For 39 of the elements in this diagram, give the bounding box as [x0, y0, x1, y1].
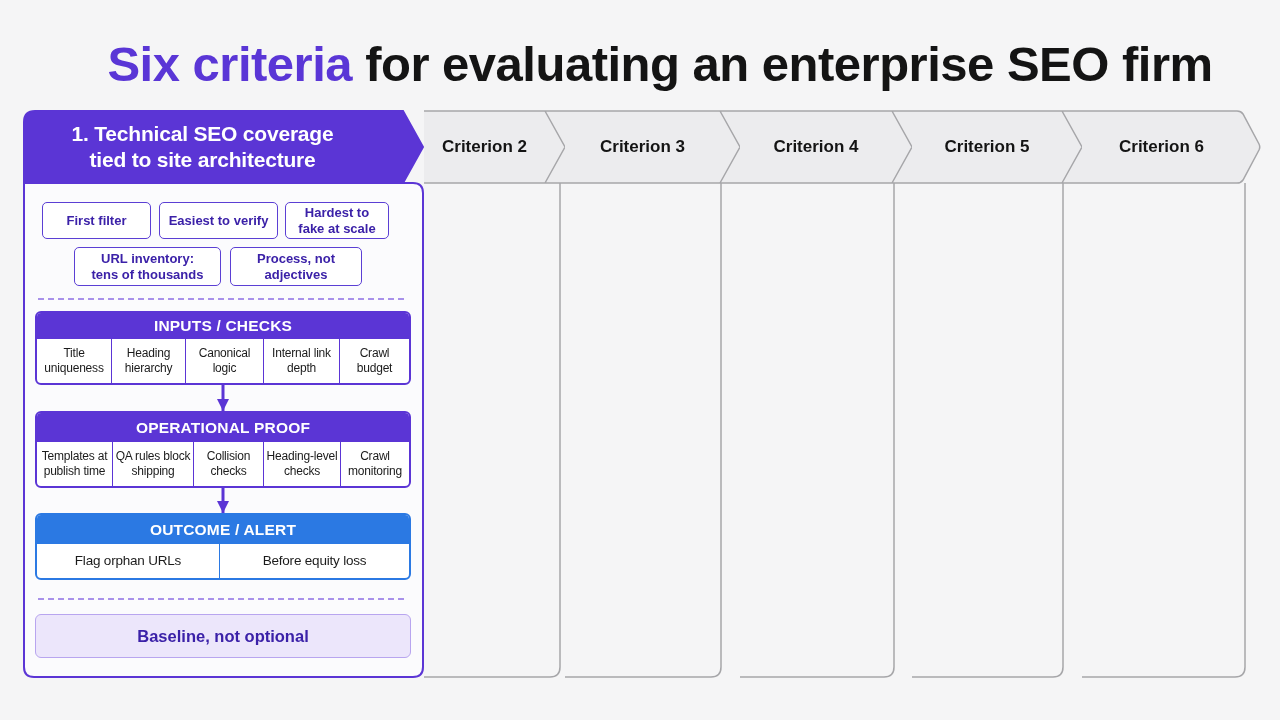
- criterion-column: [1082, 110, 1261, 678]
- column-heading: Criterion 4: [773, 136, 859, 158]
- panel-item: Crawl budget: [339, 339, 409, 383]
- column-heading: Criterion 3: [600, 136, 685, 158]
- criterion-column: [912, 110, 1082, 678]
- arrow: [217, 385, 229, 411]
- panel-item: QA rules block shipping: [112, 442, 193, 486]
- criterion-column: [23, 110, 424, 678]
- criterion-column: [565, 110, 740, 678]
- panel-heading: OUTCOME / ALERT: [37, 515, 409, 544]
- criterion-tag: Easiest to verify: [159, 202, 278, 239]
- panel-heading: INPUTS / CHECKS: [37, 313, 409, 339]
- step-panel: [35, 311, 411, 385]
- criterion-tag: Hardest to fake at scale: [285, 202, 389, 239]
- baseline-banner: Baseline, not optional: [35, 614, 411, 658]
- panel-item: Templates at publish time: [37, 442, 112, 486]
- column-heading: Criterion 2: [442, 136, 527, 158]
- column-heading: Criterion 6: [1119, 136, 1204, 158]
- column-heading: Criterion 5: [944, 136, 1030, 158]
- panel-item: Before equity loss: [219, 544, 409, 578]
- panel-item: Crawl monitoring: [340, 442, 409, 486]
- criterion-column: [740, 110, 912, 678]
- criterion-column: [424, 110, 565, 678]
- title: Six criteria for evaluating an enterprise SEO firm: [107, 36, 1213, 93]
- arrow: [217, 488, 229, 513]
- panel-item: Heading hierarchy: [111, 339, 185, 383]
- panel-item: Title uniqueness: [37, 339, 111, 383]
- criterion-tag: Process, not adjectives: [230, 247, 362, 286]
- criterion-tag: URL inventory: tens of thousands: [74, 247, 221, 286]
- panel-item: Flag orphan URLs: [37, 544, 219, 578]
- criterion-tag: First filter: [42, 202, 151, 239]
- panel-item: Canonical logic: [185, 339, 263, 383]
- column-heading: 1. Technical SEO coverage tied to site architecture: [70, 121, 335, 173]
- step-panel: [35, 513, 411, 580]
- panel-item: Collision checks: [193, 442, 263, 486]
- panel-heading: OPERATIONAL PROOF: [37, 413, 409, 442]
- panel-item: Internal link depth: [263, 339, 339, 383]
- step-panel: [35, 411, 411, 488]
- panel-item: Heading-level checks: [263, 442, 340, 486]
